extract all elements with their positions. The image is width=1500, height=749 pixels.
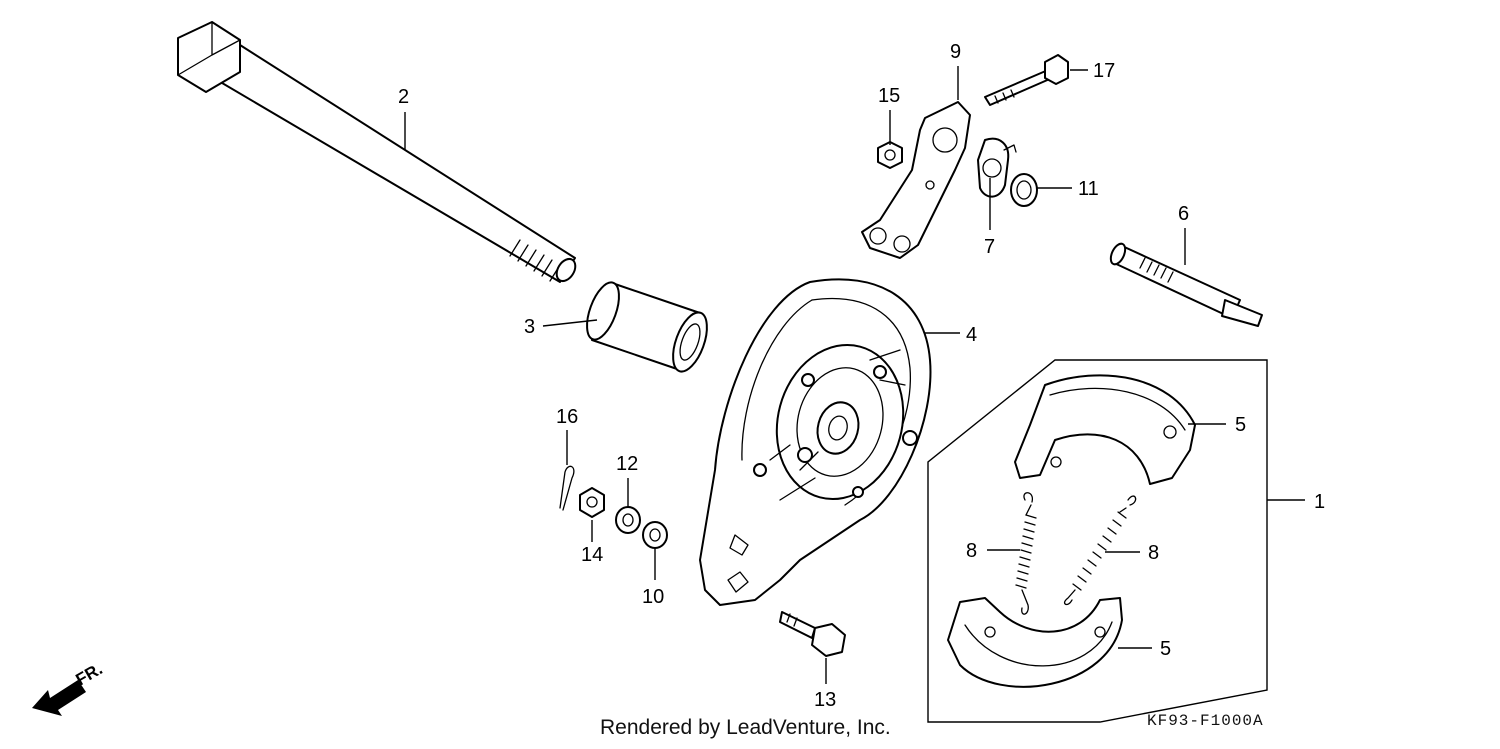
part-1-brake-shoe-set-outline: [927, 359, 1268, 723]
part-5-brake-shoe-upper[interactable]: [1014, 374, 1196, 485]
part-3-collar[interactable]: [581, 278, 714, 376]
callout-15: 15: [878, 85, 900, 107]
part-10-washer[interactable]: [642, 521, 668, 549]
part-12-washer[interactable]: [615, 506, 641, 534]
callout-8-left: 8: [966, 540, 977, 562]
callout-7: 7: [984, 236, 995, 258]
callout-13: 13: [814, 689, 836, 711]
part-7-wear-indicator-plate[interactable]: [977, 137, 1017, 198]
part-17-bolt[interactable]: [984, 54, 1069, 106]
part-14-nut[interactable]: [579, 487, 605, 518]
callout-9: 9: [950, 41, 961, 63]
callout-14: 14: [581, 544, 603, 566]
front-direction-arrow-icon: [32, 680, 86, 716]
part-9-brake-arm[interactable]: [861, 101, 971, 259]
callout-11: 11: [1078, 178, 1099, 200]
callout-16: 16: [556, 406, 578, 428]
part-4-brake-panel[interactable]: [699, 278, 932, 606]
callout-12: 12: [616, 453, 638, 475]
callout-6: 6: [1178, 203, 1189, 225]
part-5-brake-shoe-lower[interactable]: [947, 597, 1123, 688]
leader-lines: [404, 66, 1305, 684]
part-16-cotter-pin[interactable]: [559, 465, 575, 511]
callout-4: 4: [966, 324, 977, 346]
part-8-spring-left[interactable]: [1015, 492, 1037, 615]
callout-5-upper: 5: [1235, 414, 1246, 436]
part-13-bolt[interactable]: [779, 611, 846, 657]
callout-10: 10: [642, 586, 664, 608]
callout-2: 2: [398, 86, 409, 108]
callout-8-right: 8: [1148, 542, 1159, 564]
callout-5-lower: 5: [1160, 638, 1171, 660]
part-8-spring-right[interactable]: [1064, 495, 1137, 606]
diagram-code: KF93-F1000A: [1147, 712, 1264, 730]
part-2-axle[interactable]: [177, 21, 579, 284]
part-6-brake-cam[interactable]: [1108, 241, 1263, 327]
render-credit: Rendered by LeadVenture, Inc.: [600, 716, 891, 739]
part-11-washer[interactable]: [1010, 173, 1038, 207]
callout-17: 17: [1093, 60, 1115, 82]
callout-3: 3: [524, 316, 535, 338]
callout-1: 1: [1314, 491, 1325, 513]
part-15-nut[interactable]: [877, 141, 903, 169]
